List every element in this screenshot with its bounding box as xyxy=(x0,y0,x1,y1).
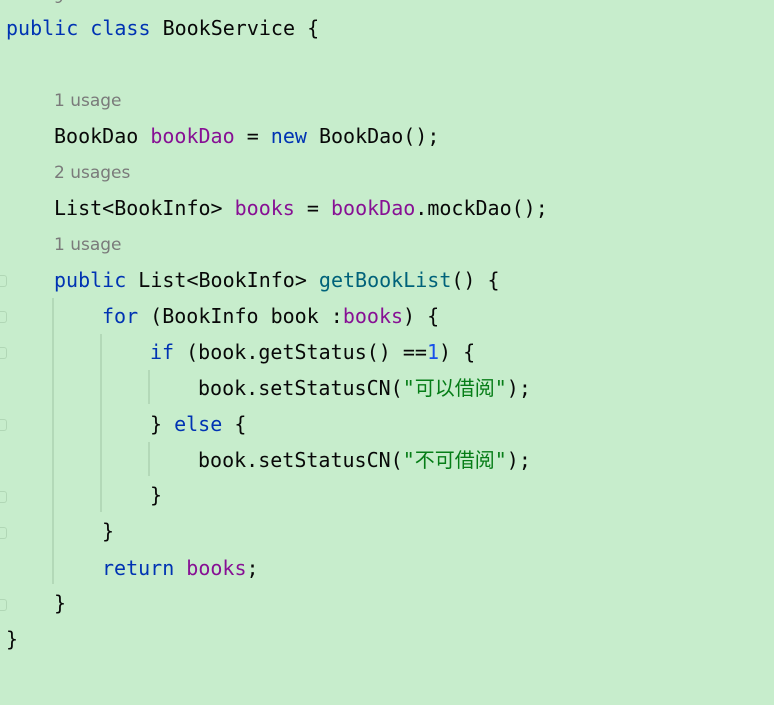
class-name: BookService xyxy=(162,16,296,40)
keyword-public: public xyxy=(6,16,79,40)
code-line-set-unavailable[interactable]: book.setStatusCN("不可借阅"); xyxy=(198,442,531,478)
for-tail: ) { xyxy=(403,304,440,328)
keyword-public: public xyxy=(54,268,127,292)
code-line-set-available[interactable]: book.setStatusCN("可以借阅"); xyxy=(198,370,531,406)
indent-guide-if xyxy=(148,370,150,404)
keyword-for: for xyxy=(102,304,139,328)
field-reference: books xyxy=(186,556,247,580)
fold-marker-close-for[interactable] xyxy=(0,527,7,539)
code-line-return[interactable]: return books; xyxy=(102,550,259,586)
usage-hint-books[interactable]: 2 usages xyxy=(54,163,131,183)
constructor-call: BookDao(); xyxy=(318,124,440,148)
code-line-for[interactable]: for (BookInfo book :books) { xyxy=(102,298,439,334)
field-name: books xyxy=(234,196,295,220)
assign-op: = xyxy=(246,124,259,148)
fold-marker-for[interactable] xyxy=(0,311,7,323)
method-params: () { xyxy=(451,268,500,292)
return-type: List<BookInfo> xyxy=(138,268,307,292)
string-literal: "不可借阅" xyxy=(402,448,507,472)
keyword-return: return xyxy=(102,556,175,580)
fold-marker-method[interactable] xyxy=(0,275,7,287)
code-line-if[interactable]: if (book.getStatus() ==1) { xyxy=(150,334,475,370)
statement-end: ); xyxy=(506,376,531,400)
string-literal: "可以借阅" xyxy=(402,376,507,400)
code-line-close-class[interactable]: } xyxy=(6,627,19,651)
code-line-close-for[interactable]: } xyxy=(102,519,115,543)
indent-guide-method xyxy=(52,298,54,584)
close-brace: } xyxy=(150,412,163,436)
cut-off-usage-hint: 9 xyxy=(54,0,64,6)
code-line-close-method[interactable]: } xyxy=(54,591,67,615)
method-name: getBookList xyxy=(318,268,452,292)
open-brace: { xyxy=(307,16,320,40)
code-line-class-decl[interactable]: public class BookService { xyxy=(6,10,319,46)
statement-end: ; xyxy=(246,556,259,580)
open-brace: { xyxy=(234,412,247,436)
for-head: (BookInfo book : xyxy=(150,304,343,328)
field-reference: bookDao xyxy=(330,196,416,220)
if-tail: ) { xyxy=(439,340,476,364)
code-line-method-decl[interactable]: public List<BookInfo> getBookList() { xyxy=(54,262,500,298)
fold-marker-if[interactable] xyxy=(0,347,7,359)
keyword-if: if xyxy=(150,340,175,364)
method-call: book.setStatusCN( xyxy=(198,448,403,472)
statement-end: ); xyxy=(506,448,531,472)
method-call: .mockDao(); xyxy=(415,196,548,220)
code-line-books-field[interactable]: List<BookInfo> books = bookDao.mockDao()… xyxy=(54,190,548,226)
field-name: bookDao xyxy=(150,124,235,148)
keyword-else: else xyxy=(174,412,223,436)
fold-marker-close-method[interactable] xyxy=(0,599,7,611)
if-condition: (book.getStatus() == xyxy=(186,340,427,364)
usage-hint-getbooklist[interactable]: 1 usage xyxy=(54,235,122,255)
fold-marker-else[interactable] xyxy=(0,419,7,431)
indent-guide-for xyxy=(100,334,102,512)
field-reference: books xyxy=(342,304,404,328)
type-name: List<BookInfo> xyxy=(54,196,223,220)
usage-hint-bookdao[interactable]: 1 usage xyxy=(54,91,122,111)
fold-marker-close-if[interactable] xyxy=(0,491,7,503)
keyword-new: new xyxy=(270,124,307,148)
code-line-else[interactable]: } else { xyxy=(150,406,246,442)
code-line-bookdao-field[interactable]: BookDao bookDao = new BookDao(); xyxy=(54,118,439,154)
indent-guide-else xyxy=(148,442,150,476)
type-name: BookDao xyxy=(54,124,139,148)
code-line-close-if[interactable]: } xyxy=(150,483,163,507)
assign-op: = xyxy=(306,196,319,220)
keyword-class: class xyxy=(90,16,151,40)
method-call: book.setStatusCN( xyxy=(198,376,403,400)
number-literal: 1 xyxy=(426,340,440,364)
